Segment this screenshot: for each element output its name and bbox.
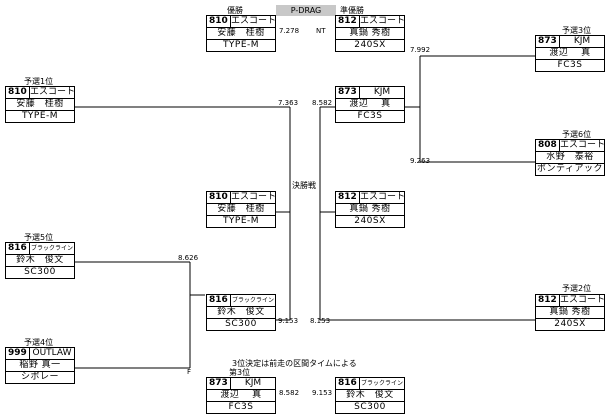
runner-up-label: 準優勝 bbox=[340, 6, 364, 15]
car-model: SC300 bbox=[354, 402, 386, 412]
car-number: 873 bbox=[207, 378, 231, 389]
car-model: TYPE-M bbox=[222, 216, 260, 226]
car-number: 812 bbox=[336, 192, 360, 203]
time-final-right: NT bbox=[316, 27, 326, 35]
time-final-left: 7.278 bbox=[279, 27, 300, 35]
driver-name: 渡辺 真 bbox=[549, 48, 591, 58]
team-name: エスコート bbox=[231, 16, 275, 26]
driver-name: 渡辺 真 bbox=[220, 390, 262, 400]
car-number: 873 bbox=[536, 36, 560, 47]
winner-label: 優勝 bbox=[227, 6, 243, 15]
team-name: エスコート bbox=[560, 295, 604, 305]
q6-label: 予選6位 bbox=[562, 130, 592, 139]
third-note: 3位決定は前走の区間タイムによる bbox=[232, 359, 357, 368]
team-name: OUTLAW bbox=[32, 348, 72, 358]
car-model: ポンティアック bbox=[537, 164, 603, 174]
car-model: TYPE-M bbox=[222, 40, 260, 50]
third-place-label: 第3位 bbox=[229, 368, 251, 377]
entry-third-left: 873 KJM 渡辺 真 FC3S bbox=[206, 377, 276, 414]
car-model: 240SX bbox=[554, 319, 586, 329]
team-name: エスコート bbox=[360, 16, 404, 26]
driver-name: 渡辺 真 bbox=[349, 99, 391, 109]
q2-label: 予選2位 bbox=[562, 284, 592, 293]
time-sf-top-right: 8.582 bbox=[312, 99, 333, 107]
car-number: 808 bbox=[536, 140, 560, 151]
car-number: 873 bbox=[336, 87, 360, 98]
q1-label: 予選1位 bbox=[24, 77, 54, 86]
car-model: 240SX bbox=[354, 40, 386, 50]
time-sf-bottom-left: 9.153 bbox=[278, 317, 299, 325]
team-name: エスコート bbox=[560, 140, 604, 150]
entry-q3: 873 KJM 渡辺 真 FC3S bbox=[535, 35, 605, 72]
q4-label: 予選4位 bbox=[24, 338, 54, 347]
driver-name: 真鍋 秀樹 bbox=[349, 28, 391, 38]
time-third-left: 8.582 bbox=[279, 389, 300, 397]
car-model: 240SX bbox=[354, 216, 386, 226]
time-sf-top-left: 7.363 bbox=[278, 99, 299, 107]
car-number: 810 bbox=[207, 16, 231, 27]
team-name: ブラックライン bbox=[30, 245, 73, 252]
car-number: 816 bbox=[336, 378, 360, 389]
car-number: 812 bbox=[336, 16, 360, 27]
driver-name: 安藤 桂樹 bbox=[217, 204, 265, 214]
car-model: FC3S bbox=[228, 402, 254, 412]
car-number: 816 bbox=[6, 243, 30, 254]
car-number: 812 bbox=[536, 295, 560, 306]
time-third-right: 9.153 bbox=[312, 389, 333, 397]
q5-label: 予選5位 bbox=[24, 233, 54, 242]
team-name: KJM bbox=[244, 378, 262, 388]
team-name: エスコート bbox=[231, 192, 275, 202]
team-name: エスコート bbox=[30, 87, 74, 97]
driver-name: 真鍋 秀樹 bbox=[549, 307, 591, 317]
driver-name: 鈴木 俊文 bbox=[217, 307, 265, 317]
team-name: KJM bbox=[573, 36, 591, 46]
car-number: 810 bbox=[6, 87, 30, 98]
car-model: FC3S bbox=[357, 111, 383, 121]
team-name: KJM bbox=[373, 87, 391, 97]
driver-name: 稲野 真一 bbox=[19, 360, 61, 370]
driver-name: 安藤 桂樹 bbox=[217, 28, 265, 38]
pdrag-header: P-DRAG bbox=[276, 5, 336, 16]
driver-name: 鈴木 俊文 bbox=[346, 390, 394, 400]
entry-sf-top-right: 873 KJM 渡辺 真 FC3S bbox=[335, 86, 405, 123]
team-name: エスコート bbox=[360, 192, 404, 202]
time-q6: 9.263 bbox=[410, 157, 431, 165]
car-number: 816 bbox=[207, 295, 231, 306]
time-sf-bottom-right: 8.153 bbox=[310, 317, 331, 325]
time-q4: F bbox=[187, 368, 192, 376]
driver-name: 安藤 桂樹 bbox=[16, 99, 64, 109]
driver-name: 真鍋 秀樹 bbox=[349, 204, 391, 214]
team-name: ブラックライン bbox=[231, 297, 274, 304]
car-number: 999 bbox=[6, 348, 30, 359]
time-q3: 7.992 bbox=[410, 46, 431, 54]
final-label: 決勝戦 bbox=[292, 181, 316, 190]
car-model: シボレー bbox=[20, 372, 59, 382]
car-number: 810 bbox=[207, 192, 231, 203]
car-model: FC3S bbox=[557, 60, 583, 70]
driver-name: 水野 泰裕 bbox=[546, 152, 594, 162]
car-model: TYPE-M bbox=[21, 111, 59, 121]
car-model: SC300 bbox=[24, 267, 56, 277]
team-name: ブラックライン bbox=[360, 380, 403, 387]
driver-name: 鈴木 俊文 bbox=[16, 255, 64, 265]
q3-label: 予選3位 bbox=[562, 26, 592, 35]
time-q5: 8.626 bbox=[178, 254, 199, 262]
car-model: SC300 bbox=[225, 319, 257, 329]
